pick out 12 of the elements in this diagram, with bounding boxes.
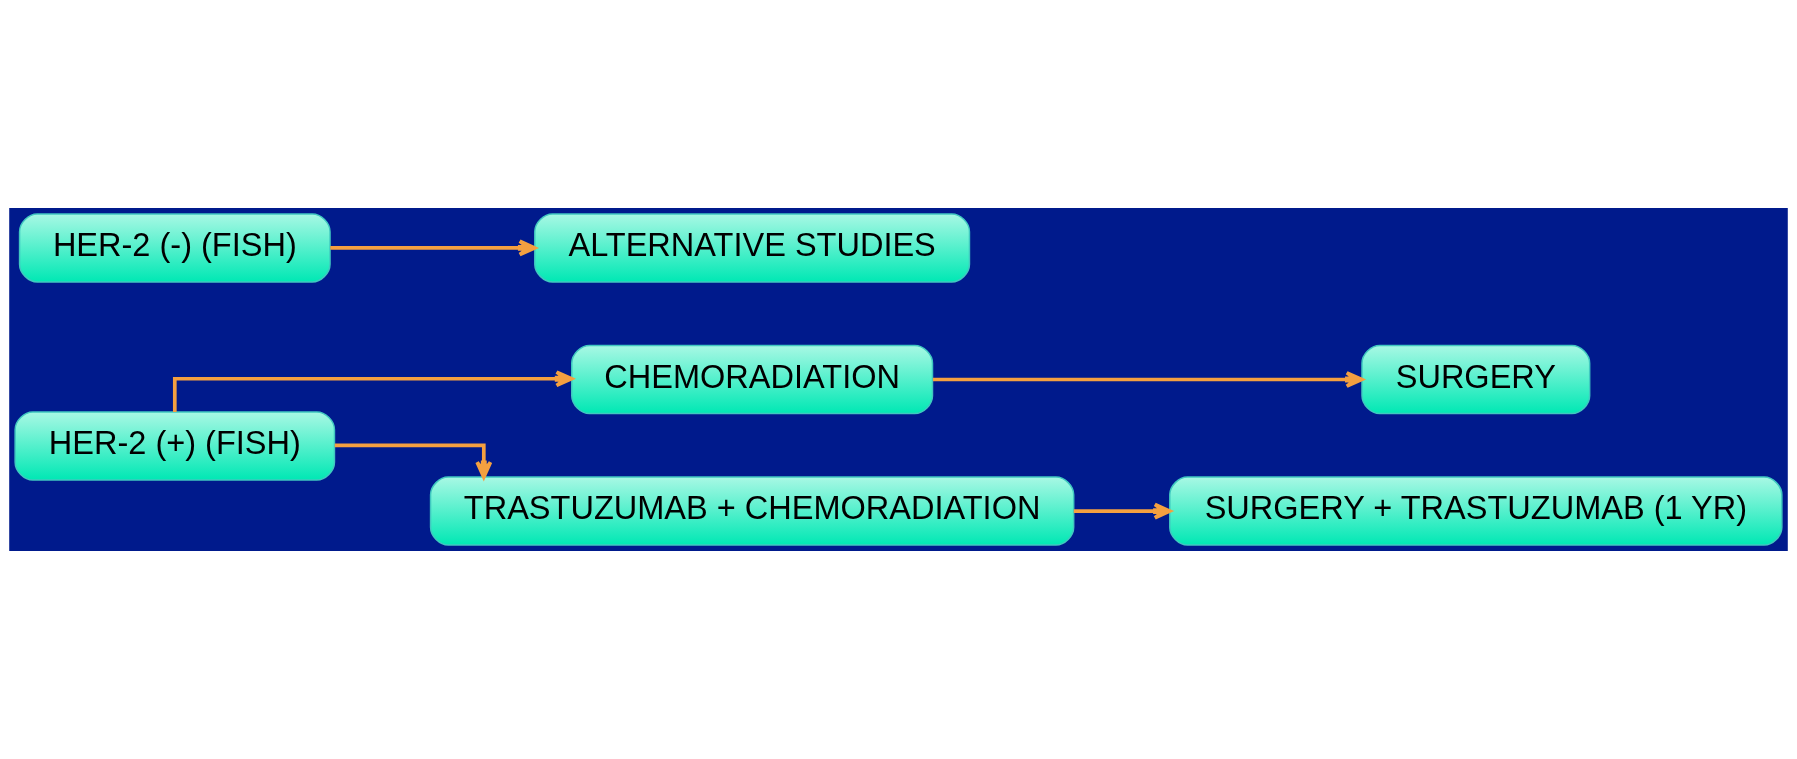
arrow [330, 239, 537, 257]
arrow [1073, 502, 1172, 520]
node-box: SURGERY [1361, 344, 1591, 415]
node-box: SURGERY + TRASTUZUMAB (1 YR) [1169, 476, 1783, 546]
arrow [932, 371, 1364, 388]
node-box: HER-2 (-) (FISH) [18, 213, 331, 283]
node-box: TRASTUZUMAB + CHEMORADIATION [429, 476, 1075, 546]
arrow [172, 370, 574, 412]
node-box: CHEMORADIATION [571, 344, 934, 415]
arrow [334, 443, 493, 479]
node-box: HER-2 (+) (FISH) [14, 411, 336, 481]
node-box: ALTERNATIVE STUDIES [534, 213, 971, 283]
